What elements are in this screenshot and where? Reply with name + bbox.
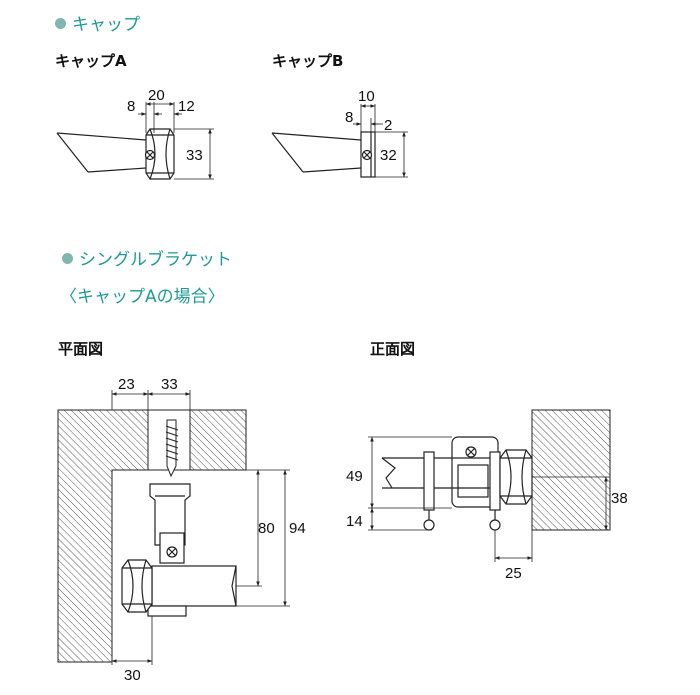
cap-a-dim-left: 8 bbox=[127, 98, 135, 115]
cap-b-dim-top: 10 bbox=[358, 88, 375, 105]
plan-dim-top-left: 23 bbox=[118, 376, 135, 393]
section-title-cap-text: キャップ bbox=[72, 15, 140, 35]
front-dim-low: 14 bbox=[346, 513, 363, 530]
cap-a-dimensions bbox=[138, 102, 214, 180]
front-bracket bbox=[451, 436, 499, 508]
cap-b-dimensions bbox=[353, 104, 408, 178]
plan-cap bbox=[121, 559, 153, 613]
plan-dim-outer: 94 bbox=[289, 520, 306, 537]
front-wall bbox=[531, 409, 611, 531]
cap-b-label: キャップB bbox=[272, 52, 344, 70]
plan-dim-bottom: 30 bbox=[124, 667, 141, 684]
cap-b-dim-right: 2 bbox=[384, 117, 392, 134]
cap-b-dim-height: 32 bbox=[380, 147, 397, 164]
cap-b-dim-left: 8 bbox=[345, 109, 353, 126]
section-title-cap: キャップ bbox=[55, 10, 140, 35]
front-rings bbox=[423, 510, 501, 531]
bullet-dot-icon bbox=[62, 253, 73, 264]
plan-rod bbox=[147, 565, 237, 617]
plan-view-label: 平面図 bbox=[58, 340, 104, 358]
front-view-label: 正面図 bbox=[370, 340, 416, 358]
cap-b-drawing bbox=[271, 131, 376, 178]
bracket-subtitle: 〈キャップAの場合〉 bbox=[60, 287, 225, 307]
section-title-bracket: シングルブラケット bbox=[62, 245, 232, 270]
cap-a-dim-height: 33 bbox=[186, 147, 203, 164]
cap-a-label: キャップA bbox=[55, 52, 127, 70]
cap-a-dim-top: 20 bbox=[148, 87, 165, 104]
plan-dim-top-right: 33 bbox=[161, 376, 178, 393]
front-dim-bottom: 25 bbox=[505, 565, 522, 582]
front-dim-top: 49 bbox=[346, 468, 363, 485]
plan-dim-inner: 80 bbox=[258, 520, 275, 537]
section-title-bracket-text: シングルブラケット bbox=[79, 250, 232, 270]
cap-a-dim-right: 12 bbox=[178, 98, 195, 115]
plan-dimensions bbox=[111, 390, 290, 665]
front-dimensions bbox=[368, 436, 610, 562]
plan-screw bbox=[165, 419, 179, 478]
front-dim-right: 38 bbox=[611, 490, 628, 507]
plan-bracket bbox=[149, 483, 191, 564]
front-cap bbox=[499, 449, 533, 505]
cap-a-drawing bbox=[56, 128, 175, 180]
bullet-dot-icon bbox=[55, 18, 66, 29]
